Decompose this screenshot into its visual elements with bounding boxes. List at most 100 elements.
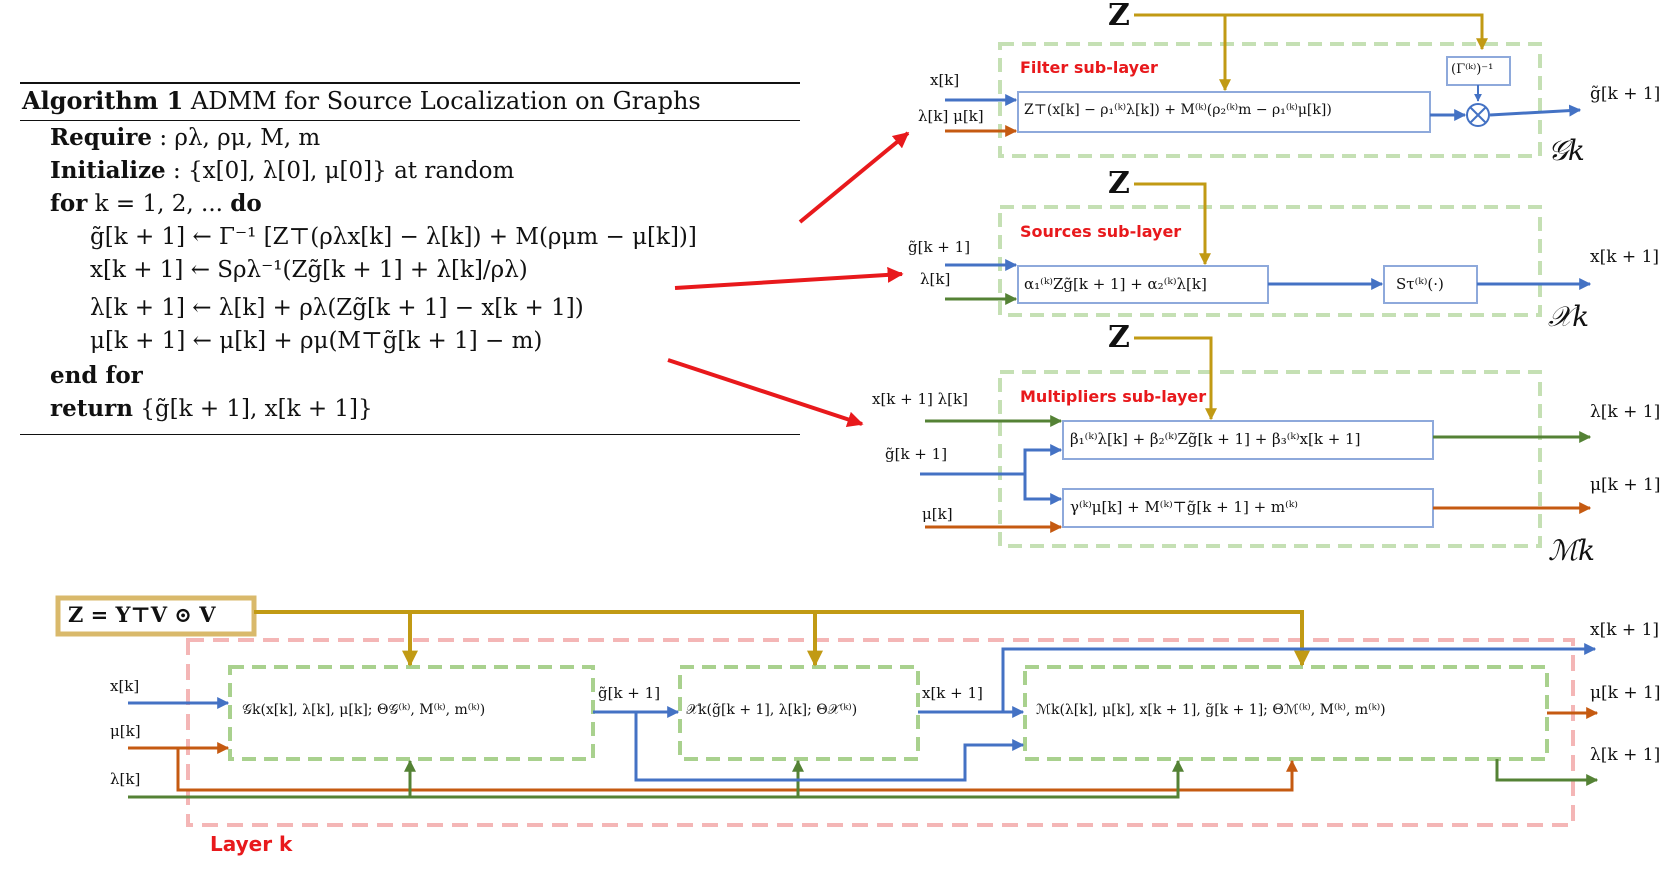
gamma-inverse-label: (Γ⁽ᵏ⁾)⁻¹ (1451, 62, 1494, 77)
keyword-initialize: Initialize (50, 157, 166, 184)
z-definition-text: Z = Y⊤V ⊙ V (68, 602, 216, 627)
algorithm-name: ADMM for Source Localization on Graphs (190, 87, 701, 115)
keyword-do: do (230, 190, 262, 217)
x-block-label: 𝒳k(g̃[k + 1], λ[k]; Θ𝒳⁽ᵏ⁾) (686, 702, 858, 718)
sources-dashed-frame (998, 205, 1542, 317)
layer-k (55, 595, 1599, 827)
algorithm-line-initialize: Initialize : {x[0], λ[0], μ[0]} at rando… (50, 157, 514, 184)
algorithm-line-require: Require : ρλ, ρμ, M, m (50, 124, 320, 151)
x-update-text: x[k + 1] ← Sρλ⁻¹(Zg̃[k + 1] + λ[k]/ρλ) (90, 257, 528, 283)
layer-input-lambda-label: λ[k] (110, 770, 141, 788)
filter-equation-box (1017, 91, 1431, 133)
filter-sublayer (945, 13, 1582, 158)
algorithm-mid-rule (20, 120, 800, 121)
multipliers-sublayer (920, 336, 1592, 548)
filter-z-label: Z (1108, 0, 1130, 33)
z-definition-box (55, 595, 257, 637)
multipliers-equation-box-1 (1062, 420, 1434, 460)
multipliers-z-label: Z (1108, 320, 1130, 355)
sources-input-lambda-label: λ[k] (920, 270, 951, 288)
multipliers-equation-1: β₁⁽ᵏ⁾λ[k] + β₂⁽ᵏ⁾Zg̃[k + 1] + β₃⁽ᵏ⁾x[k +… (1070, 430, 1361, 448)
multipliers-input-xl-label: x[k + 1] λ[k] (872, 390, 968, 408)
multipliers-dashed-frame (998, 370, 1542, 548)
multipliers-sublayer-label: Multipliers sub-layer (1020, 387, 1207, 406)
filter-input-lm-label: λ[k] μ[k] (918, 107, 984, 125)
pointer-arrow-filter (798, 131, 910, 224)
keyword-for: for (50, 190, 88, 217)
layer-output-x-arrow (1001, 643, 1597, 712)
for-text: k = 1, 2, ... (87, 191, 231, 217)
algorithm-top-rule (20, 82, 800, 84)
layer-output-lambda-arrow (1495, 759, 1599, 786)
pointer-arrow-multipliers (667, 358, 864, 428)
layer-z-bus (254, 610, 1310, 667)
keyword-require: Require (50, 124, 153, 151)
layer-k-label: Layer k (210, 832, 293, 856)
initialize-text: : {x[0], λ[0], μ[0]} at random (165, 158, 515, 184)
multipliers-input-g-arrow-2 (1023, 474, 1063, 505)
algorithm-line-x-update: x[k + 1] ← Sρλ⁻¹(Zg̃[k + 1] + λ[k]/ρλ) (90, 257, 528, 283)
pointer-arrow-sources (674, 266, 904, 290)
layer-g-to-m (593, 710, 1025, 782)
keyword-end-for: end for (50, 362, 143, 389)
algorithm-line-lambda-update: λ[k + 1] ← λ[k] + ρλ(Zg̃[k + 1] − x[k + … (90, 295, 584, 321)
sources-equation: α₁⁽ᵏ⁾Zg̃[k + 1] + α₂⁽ᵏ⁾λ[k] (1024, 275, 1207, 293)
keyword-return: return (50, 395, 133, 422)
multipliers-output-mu-label: μ[k + 1] (1590, 475, 1661, 495)
multipliers-symbol: ℳk (1548, 534, 1595, 567)
sources-output-label: x[k + 1] (1590, 247, 1660, 267)
algorithm-line-return: return {g̃[k + 1], x[k + 1]} (50, 395, 373, 422)
filter-dashed-frame (998, 42, 1542, 158)
g-block-label: 𝒢k(x[k], λ[k], μ[k]; Θ𝒢⁽ᵏ⁾, M⁽ᵏ⁾, m⁽ᵏ⁾) (242, 702, 486, 718)
algorithm-title: Algorithm 1 ADMM for Source Localization… (22, 86, 701, 115)
layer-output-x-label: x[k + 1] (1590, 620, 1660, 640)
sources-symbol: 𝒳k (1548, 300, 1590, 333)
x-block-frame (678, 665, 920, 761)
filter-z-to-gamma (1134, 13, 1488, 51)
g-update-text: g̃[k + 1] ← Γ⁻¹ [Z⊤(ρλx[k] − λ[k]) + M(ρ… (90, 224, 697, 250)
filter-output-label: g̃[k + 1] (1590, 84, 1661, 104)
multipliers-input-mu-label: μ[k] (922, 505, 953, 523)
multipliers-input-g-arrow-1 (920, 444, 1063, 476)
layer-mu-to-m (176, 748, 1298, 792)
layer-dashed-frame (186, 638, 1575, 827)
layer-mid-x-label: x[k + 1] (922, 684, 983, 702)
sources-input-g-label: g̃[k + 1] (908, 238, 971, 256)
sources-sublayer-label: Sources sub-layer (1020, 222, 1182, 241)
sources-sublayer (945, 182, 1592, 317)
sources-z-label: Z (1108, 166, 1130, 201)
multipliers-equation-2: γ⁽ᵏ⁾μ[k] + M⁽ᵏ⁾⊤g̃[k + 1] + m⁽ᵏ⁾ (1070, 498, 1298, 516)
require-text: : ρλ, ρμ, M, m (152, 125, 321, 151)
multipliers-input-g-label: g̃[k + 1] (885, 445, 948, 463)
layer-lambda-bus (128, 759, 1184, 799)
algorithm-label: Algorithm 1 (22, 86, 184, 115)
layer-output-mu-label: μ[k + 1] (1590, 683, 1661, 703)
filter-equation: Z⊤(x[k] − ρ₁⁽ᵏ⁾λ[k]) + M⁽ᵏ⁾(ρ₂⁽ᵏ⁾m − ρ₁⁽… (1024, 102, 1332, 118)
m-block-label: ℳk(λ[k], μ[k], x[k + 1], g̃[k + 1]; Θℳ⁽ᵏ… (1036, 702, 1386, 718)
algorithm-line-g-update: g̃[k + 1] ← Γ⁻¹ [Z⊤(ρλx[k] − λ[k]) + M(ρ… (90, 224, 697, 250)
filter-symbol: 𝒢k (1548, 134, 1585, 167)
threshold-label: Sτ⁽ᵏ⁾(·) (1396, 275, 1444, 293)
layer-input-mu-label: μ[k] (110, 722, 141, 740)
multipliers-equation-box-2 (1062, 488, 1434, 528)
return-text: {g̃[k + 1], x[k + 1]} (132, 396, 373, 422)
multiply-icon-stroke-b (1469, 106, 1487, 124)
multipliers-z-arrow (1134, 336, 1217, 421)
filter-input-x-label: x[k] (930, 71, 960, 89)
filter-output-arrow (1489, 104, 1582, 117)
algorithm-line-for: for k = 1, 2, ... do (50, 190, 262, 217)
lambda-update-text: λ[k + 1] ← λ[k] + ρλ(Zg̃[k + 1] − x[k + … (90, 295, 584, 321)
sources-equation-box (1017, 265, 1269, 304)
sources-z-arrow (1134, 182, 1211, 266)
multipliers-output-lambda-label: λ[k + 1] (1590, 402, 1661, 422)
layer-output-lambda-label: λ[k + 1] (1590, 745, 1661, 765)
algorithm-line-mu-update: μ[k + 1] ← μ[k] + ρμ(M⊤g̃[k + 1] − m) (90, 328, 542, 354)
threshold-box (1383, 265, 1478, 304)
filter-sublayer-label: Filter sub-layer (1020, 58, 1158, 77)
layer-input-x-label: x[k] (110, 677, 140, 695)
algorithm-bottom-rule (20, 434, 800, 435)
mu-update-text: μ[k + 1] ← μ[k] + ρμ(M⊤g̃[k + 1] − m) (90, 328, 543, 354)
algorithm-line-end-for: end for (50, 362, 143, 389)
layer-mid-g-label: g̃[k + 1] (598, 684, 661, 702)
